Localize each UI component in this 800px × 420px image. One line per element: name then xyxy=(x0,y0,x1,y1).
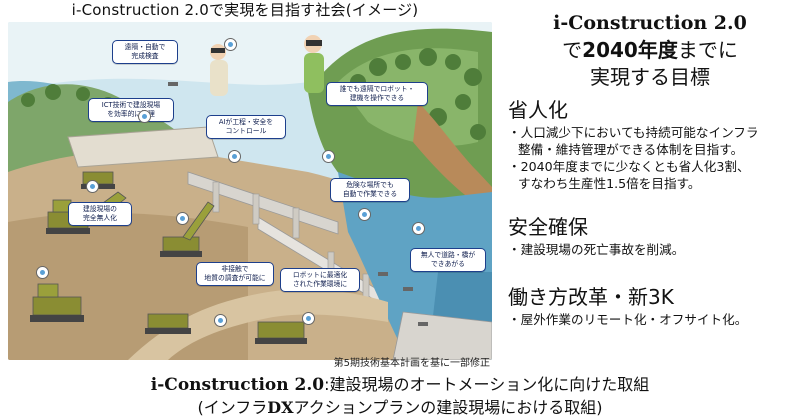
goal-title-suffix: までに xyxy=(677,38,738,62)
subline-dx: DX xyxy=(267,398,294,417)
summary-brand: i-Construction 2.0 xyxy=(150,375,325,395)
location-pin xyxy=(214,314,227,327)
bullet-item: ・人口減少下においても持続可能なインフラ 整備・維持管理ができる体制を目指す。 xyxy=(508,125,759,157)
section-heading: 安全確保 xyxy=(508,215,588,239)
callout-ict-management: ICT技術で建設現場 を効率的に管理 xyxy=(88,98,174,122)
location-pin xyxy=(412,222,425,235)
goal-title-year-line: で2040年度までに xyxy=(500,37,800,64)
section-heading: 省人化 xyxy=(508,98,568,122)
callout-nondestructive: 非接触で 地質の調査が可能に xyxy=(196,262,274,286)
callout-unmanned-road: 無人で道路・橋が できあがる xyxy=(410,248,486,272)
section-work-style: 働き方改革・新3K ・屋外作業のリモート化・オフサイト化。 xyxy=(508,285,798,328)
bullet-item: ・屋外作業のリモート化・オフサイト化。 xyxy=(508,312,748,327)
subline-prefix: (インフラ xyxy=(197,398,268,417)
location-pin xyxy=(36,266,49,279)
summary-subline: (インフラDXアクションプランの建設現場における取組) xyxy=(0,397,800,419)
source-note: 第5期技術基本計画を基に一部修正 xyxy=(333,358,490,369)
callout-dangerous-auto: 危険な場所でも 自動で作業できる xyxy=(330,178,410,202)
goal-title-goal: 実現する目標 xyxy=(590,65,710,89)
subline-suffix: アクションプランの建設現場における取組) xyxy=(293,398,603,417)
summary-line: i-Construction 2.0:建設現場のオートメーション化に向けた取組 xyxy=(0,374,800,396)
callout-robot-env: ロボットに最適化 された作業環境に xyxy=(280,268,360,292)
goal-title: i-Construction 2.0 で2040年度までに 実現する目標 xyxy=(500,10,800,91)
location-pin xyxy=(358,208,371,221)
section-safety: 安全確保 ・建設現場の死亡事故を削減。 xyxy=(508,215,798,258)
section-heading: 働き方改革・新3K xyxy=(508,285,674,309)
bullet-item: ・建設現場の死亡事故を削減。 xyxy=(508,242,685,257)
bullet-item: ・2040年度までに少なくとも省人化3割、 すなわち生産性1.5倍を目指す。 xyxy=(508,159,750,191)
location-pin xyxy=(322,150,335,163)
location-pin xyxy=(302,312,315,325)
goal-title-brand: i-Construction 2.0 xyxy=(553,12,747,34)
callout-full-unmanned: 建設現場の 完全無人化 xyxy=(68,202,132,226)
illustration-title: i-Construction 2.0で実現を目指す社会(イメージ) xyxy=(71,1,419,19)
location-pin xyxy=(138,110,151,123)
location-pin xyxy=(228,150,241,163)
callout-remote-robot: 誰でも遠隔でロボット・ 建機を操作できる xyxy=(326,82,428,106)
goal-title-year: 2040年度 xyxy=(582,38,678,62)
callout-remote-inspection: 遠隔・自動で 完成検査 xyxy=(112,40,178,64)
callout-ai-safety: AIが工程・安全を コントロール xyxy=(206,115,286,139)
goal-title-prefix: で xyxy=(562,38,583,62)
construction-illustration: 遠隔・自動で 完成検査 ICT技術で建設現場 を効率的に管理 AIが工程・安全を… xyxy=(8,22,492,360)
location-pin xyxy=(224,38,237,51)
location-pin xyxy=(176,212,189,225)
illustration-scene xyxy=(8,22,492,360)
section-labor-saving: 省人化 ・人口減少下においても持続可能なインフラ 整備・維持管理ができる体制を目… xyxy=(508,98,798,192)
location-pin xyxy=(86,180,99,193)
summary-text: :建設現場のオートメーション化に向けた取組 xyxy=(324,375,650,394)
